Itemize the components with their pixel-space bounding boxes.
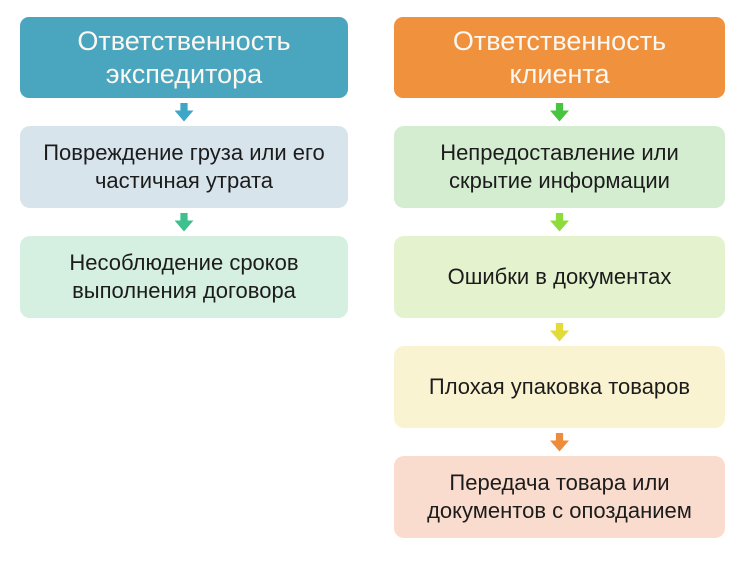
box-poor-packaging-label: Плохая упаковка товаров [428,373,691,399]
box-late-transfer-label: Передача товара или документов с опоздан… [427,469,692,523]
box-document-errors: Ошибки в документах [394,236,725,318]
box-deadline-violation: Несоблюдение сроков выполнения договора [20,236,348,318]
box-info-withholding-label: Непредоставление или скрытие информации [440,139,679,193]
down-arrow-icon [174,102,194,122]
box-deadline-violation-label: Несоблюдение сроков выполнения договора [69,249,299,303]
column-client-responsibility: Ответственность клиента Непредоставление… [394,17,725,538]
arrow-zone [394,428,725,456]
header-expeditor-responsibility: Ответственность экспедитора [20,17,348,98]
header-client-responsibility: Ответственность клиента [394,17,725,98]
box-cargo-damage: Повреждение груза или его частичная утра… [20,126,348,208]
box-info-withholding: Непредоставление или скрытие информации [394,126,725,208]
down-arrow-icon [550,322,569,342]
arrow-zone [20,98,348,126]
down-arrow-icon [550,432,569,452]
down-arrow-icon [174,212,194,232]
header-client-label: Ответственность клиента [452,25,667,89]
header-expeditor-label: Ответственность экспедитора [77,25,291,89]
arrow-zone [394,208,725,236]
arrow-zone [394,318,725,346]
box-document-errors-label: Ошибки в документах [447,263,672,289]
arrow-zone [20,208,348,236]
box-poor-packaging: Плохая упаковка товаров [394,346,725,428]
box-cargo-damage-label: Повреждение груза или его частичная утра… [43,139,325,193]
down-arrow-icon [550,102,569,122]
column-expeditor-responsibility: Ответственность экспедитора Повреждение … [20,17,348,318]
box-late-transfer: Передача товара или документов с опоздан… [394,456,725,538]
down-arrow-icon [550,212,569,232]
arrow-zone [394,98,725,126]
